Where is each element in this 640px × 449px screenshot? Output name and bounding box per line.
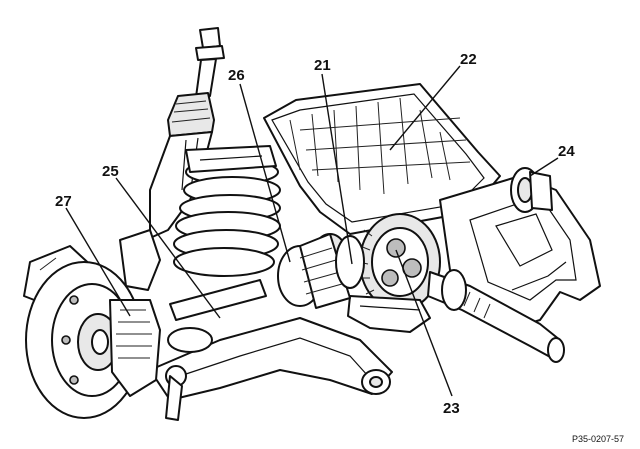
leader-27 xyxy=(65,207,131,317)
coil-spring xyxy=(173,145,281,277)
leader-21 xyxy=(321,73,353,265)
leader-26 xyxy=(239,83,291,263)
callout-26: 26 xyxy=(228,67,245,84)
output-flange-right xyxy=(510,167,553,213)
leader-25 xyxy=(115,177,221,319)
leader-lines xyxy=(65,65,559,397)
wheel-hub-brake xyxy=(23,229,187,421)
trailing-arm xyxy=(149,317,393,401)
oil-pan xyxy=(263,83,501,235)
callout-22: 22 xyxy=(460,51,477,68)
leader-22 xyxy=(389,65,461,151)
callout-27: 27 xyxy=(55,193,72,210)
figure-reference: P35-0207-57 xyxy=(572,434,624,444)
callout-23: 23 xyxy=(443,400,460,417)
leader-24 xyxy=(529,157,559,177)
callout-21: 21 xyxy=(314,57,331,74)
leader-23 xyxy=(395,249,453,397)
callout-25: 25 xyxy=(102,163,119,180)
drive-shaft-right xyxy=(427,269,565,363)
callout-24: 24 xyxy=(558,143,575,160)
drive-shaft-left xyxy=(169,233,365,321)
